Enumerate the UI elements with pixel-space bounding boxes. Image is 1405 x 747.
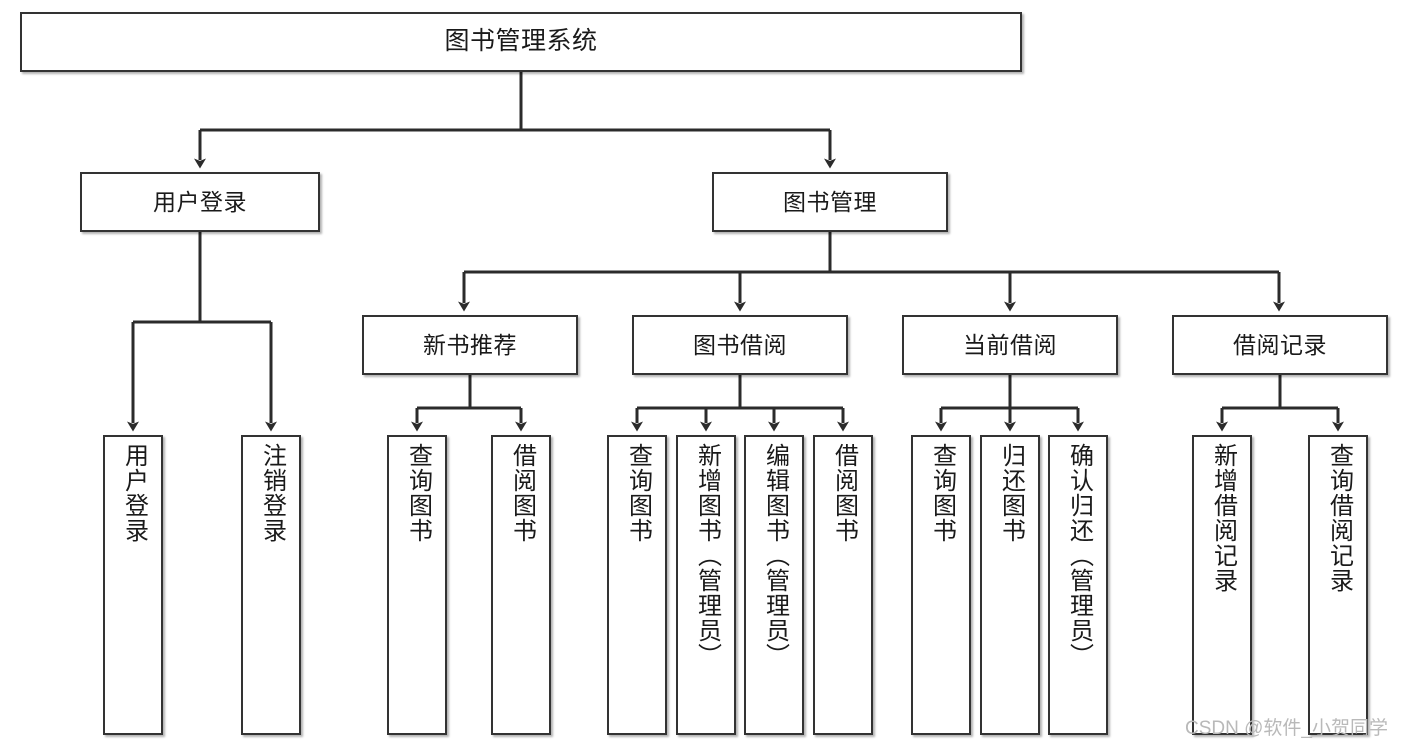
node-leaf-rec-add-label: 新增借阅记录 — [1209, 443, 1237, 593]
node-leaf-user-logout-label: 注销登录 — [258, 443, 286, 543]
node-user-login-label: 用户登录 — [153, 188, 247, 215]
node-borrow-record[interactable]: 借阅记录 — [1172, 315, 1388, 375]
node-leaf-cur-return[interactable]: 归还图书 — [980, 435, 1040, 735]
node-leaf-rec-query-record-label: 查询借阅记录 — [1325, 443, 1353, 593]
watermark-text: CSDN @软件_小贺同学 — [1185, 718, 1388, 739]
node-leaf-cur-return-label: 归还图书 — [997, 443, 1025, 543]
node-leaf-cur-confirm-label: 确认归还（管理员） — [1065, 443, 1093, 668]
node-leaf-rec-query[interactable]: 查询图书 — [387, 435, 447, 735]
node-new-book-rec[interactable]: 新书推荐 — [362, 315, 578, 375]
node-new-book-rec-label: 新书推荐 — [423, 331, 517, 358]
node-leaf-cur-query-label: 查询图书 — [928, 443, 956, 543]
node-leaf-rec-query-record[interactable]: 查询借阅记录 — [1308, 435, 1368, 735]
node-leaf-user-logout[interactable]: 注销登录 — [241, 435, 301, 735]
node-leaf-borrow-add-label: 新增图书（管理员） — [693, 443, 721, 668]
node-book-borrow[interactable]: 图书借阅 — [632, 315, 848, 375]
node-leaf-user-login-label: 用户登录 — [120, 443, 148, 543]
node-root[interactable]: 图书管理系统 — [20, 12, 1022, 72]
node-current-borrow-label: 当前借阅 — [963, 331, 1057, 358]
node-leaf-borrow-add[interactable]: 新增图书（管理员） — [676, 435, 736, 735]
node-leaf-borrow-query[interactable]: 查询图书 — [607, 435, 667, 735]
node-book-borrow-label: 图书借阅 — [693, 331, 787, 358]
node-leaf-user-login[interactable]: 用户登录 — [103, 435, 163, 735]
node-book-manage[interactable]: 图书管理 — [712, 172, 948, 232]
node-leaf-borrow-edit[interactable]: 编辑图书（管理员） — [744, 435, 804, 735]
node-leaf-rec-borrow-label: 借阅图书 — [508, 443, 536, 543]
node-leaf-rec-add[interactable]: 新增借阅记录 — [1192, 435, 1252, 735]
node-borrow-record-label: 借阅记录 — [1233, 331, 1327, 358]
node-leaf-borrow-query-label: 查询图书 — [624, 443, 652, 543]
node-leaf-cur-confirm[interactable]: 确认归还（管理员） — [1048, 435, 1108, 735]
node-current-borrow[interactable]: 当前借阅 — [902, 315, 1118, 375]
node-leaf-borrow-lend-label: 借阅图书 — [830, 443, 858, 543]
node-leaf-rec-query-label: 查询图书 — [404, 443, 432, 543]
node-leaf-rec-borrow[interactable]: 借阅图书 — [491, 435, 551, 735]
node-root-label: 图书管理系统 — [444, 27, 598, 56]
node-leaf-cur-query[interactable]: 查询图书 — [911, 435, 971, 735]
node-user-login[interactable]: 用户登录 — [80, 172, 320, 232]
node-book-manage-label: 图书管理 — [783, 188, 877, 215]
node-leaf-borrow-lend[interactable]: 借阅图书 — [813, 435, 873, 735]
node-leaf-borrow-edit-label: 编辑图书（管理员） — [761, 443, 789, 668]
